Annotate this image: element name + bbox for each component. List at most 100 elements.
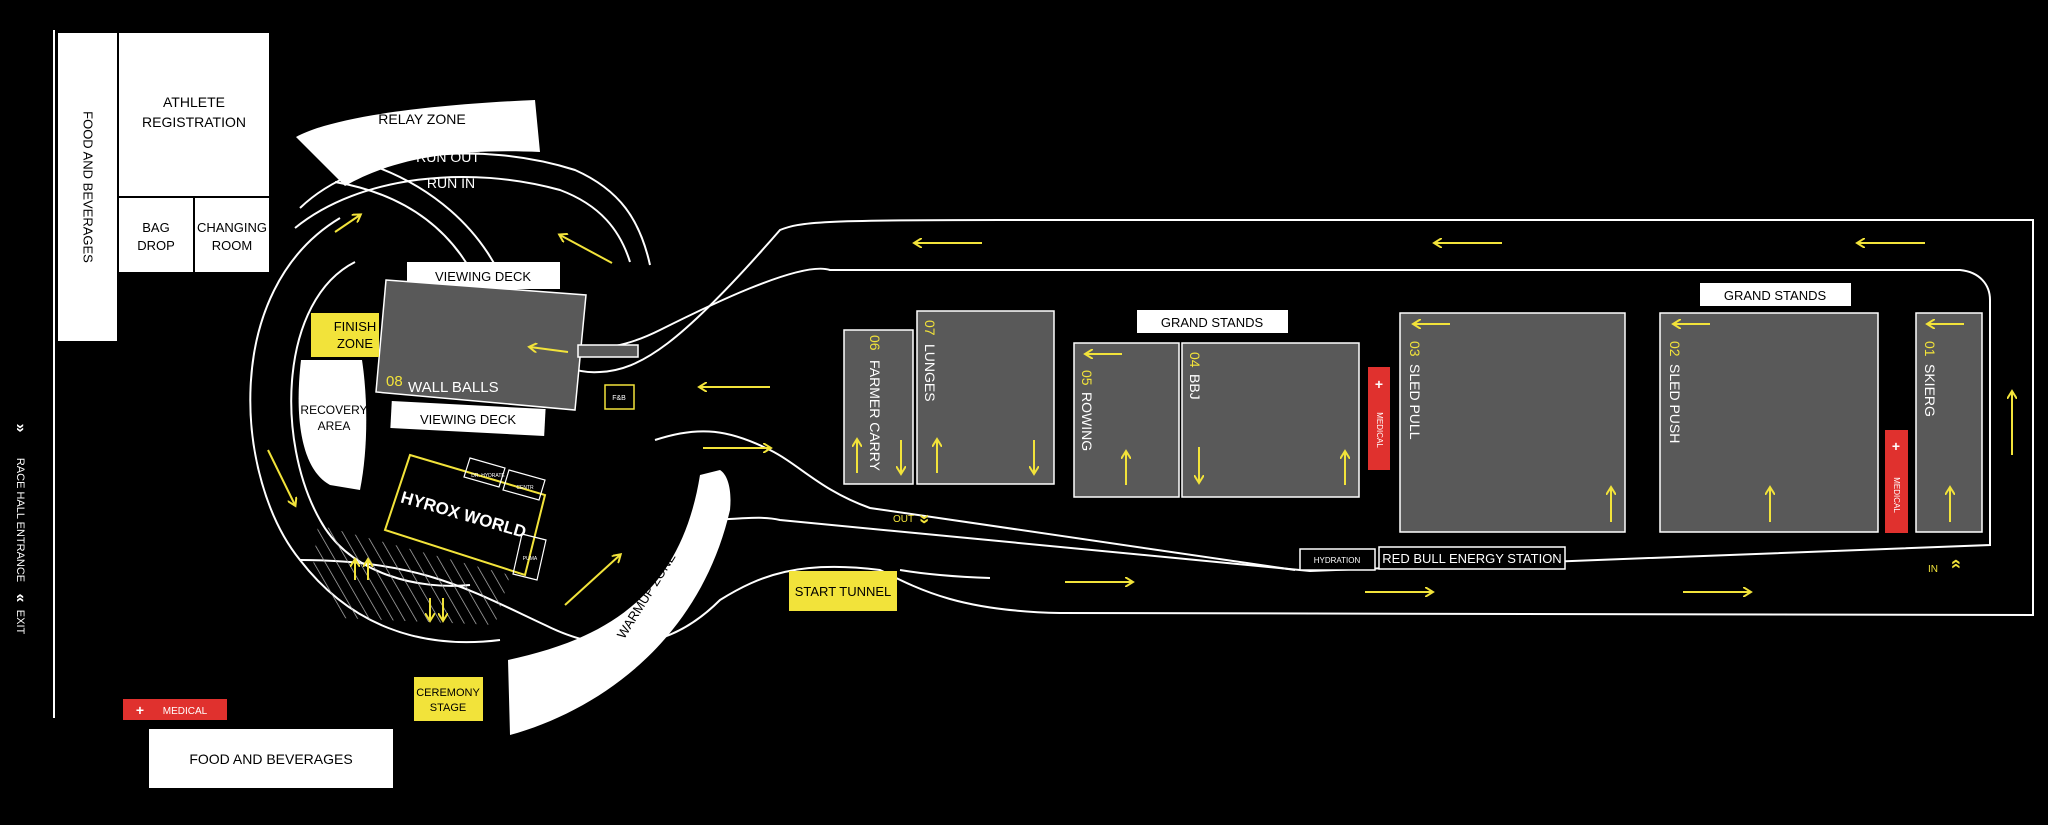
race-hall-entrance[interactable]: » RACE HALL ENTRANCE: [12, 424, 29, 583]
exit-label: EXIT: [14, 610, 26, 635]
relay-zone[interactable]: RELAY ZONE: [296, 100, 540, 186]
station-05-rowing[interactable]: 05 ROWING: [1073, 342, 1180, 498]
station-08-arrow: [530, 347, 569, 353]
station-03-name: SLED PULL: [1407, 364, 1423, 440]
finish-zone-label-1: FINISH: [334, 319, 377, 334]
bag-drop-label-2: DROP: [137, 238, 175, 253]
red-bull-energy-station[interactable]: RED BULL ENERGY STATION: [1378, 546, 1566, 570]
out-chevron-icon: »: [915, 514, 935, 524]
medical-track-2-cross-icon: +: [1892, 438, 1900, 454]
station-08-wall-balls[interactable]: 08 WALL BALLS: [375, 279, 587, 411]
medical-track-1[interactable]: + MEDICAL: [1368, 367, 1390, 470]
station-06-name: FARMER CARRY: [867, 360, 883, 472]
station-06-farmer-carry[interactable]: 06 FARMER CARRY: [843, 329, 914, 485]
medical-track-2-label: MEDICAL: [1892, 477, 1901, 513]
grand-stands-2-label: GRAND STANDS: [1724, 288, 1827, 303]
run-out-lane[interactable]: RUN OUT: [299, 149, 651, 266]
food-beverages-bottom[interactable]: FOOD AND BEVERAGES: [149, 729, 393, 788]
finish-zone[interactable]: FINISH ZONE: [311, 313, 379, 357]
in-label: IN: [1928, 564, 1938, 575]
station-07-lunges[interactable]: 07 LUNGES: [916, 310, 1055, 485]
station-03-sled-pull[interactable]: 03 SLED PULL: [1399, 312, 1626, 533]
entrance-chevron-icon: »: [12, 424, 29, 433]
hydration-station[interactable]: HYDRATION: [1299, 548, 1376, 571]
run-in-lane[interactable]: RUN IN: [294, 175, 631, 263]
red-bull-label: RED BULL ENERGY STATION: [1382, 551, 1561, 566]
station-05-number: 05: [1079, 370, 1095, 386]
booth-label-3: PUMA: [523, 556, 538, 562]
fnb-kiosk[interactable]: F&B: [604, 384, 635, 410]
food-beverages-bottom-label: FOOD AND BEVERAGES: [189, 751, 352, 767]
out-marker[interactable]: OUT »: [893, 514, 935, 525]
medical-cross-icon: +: [136, 702, 144, 718]
medical-left[interactable]: + MEDICAL: [123, 699, 227, 720]
changing-room-label-1: CHANGING: [197, 220, 267, 235]
hydration-label: HYDRATION: [1314, 556, 1361, 565]
station-05-name: ROWING: [1079, 392, 1095, 451]
race-hall-entrance-label: RACE HALL ENTRANCE: [14, 458, 26, 582]
finish-zone-label-2: ZONE: [337, 336, 373, 351]
athlete-registration[interactable]: ATHLETE REGISTRATION: [119, 33, 269, 196]
ceremony-stage-label-2: STAGE: [430, 702, 466, 714]
station-04-number: 04: [1187, 352, 1203, 368]
station-02-number: 02: [1667, 341, 1683, 357]
in-chevron-icon: »: [1945, 559, 1965, 569]
grand-stands-2[interactable]: GRAND STANDS: [1700, 283, 1851, 306]
station-02-name: SLED PUSH: [1667, 364, 1683, 443]
station-07-name: LUNGES: [922, 344, 938, 402]
viewing-deck-bottom-label: VIEWING DECK: [420, 412, 516, 427]
changing-room[interactable]: CHANGING ROOM: [195, 198, 269, 272]
station-01-number: 01: [1922, 341, 1938, 357]
food-beverages-top[interactable]: FOOD AND BEVERAGES: [58, 33, 117, 341]
recovery-area-label-1: RECOVERY: [300, 403, 367, 417]
station-08-number: 08: [386, 373, 403, 390]
booth-label-1: DR. HYDRATE: [471, 473, 505, 479]
relay-zone-label: RELAY ZONE: [378, 111, 465, 127]
station-08-name: WALL BALLS: [408, 379, 499, 396]
route-arrow: [267, 449, 295, 505]
start-tunnel-label: START TUNNEL: [795, 584, 892, 599]
food-beverages-top-label: FOOD AND BEVERAGES: [81, 111, 96, 263]
exit[interactable]: « EXIT: [12, 594, 29, 635]
track-lower-line-2: [899, 569, 991, 579]
station-04-name: BBJ: [1187, 374, 1203, 400]
arena-loop-outer: [249, 217, 501, 644]
ceremony-stage[interactable]: CEREMONY STAGE: [414, 677, 483, 721]
route-arrow: [334, 215, 360, 233]
out-label: OUT: [893, 514, 914, 525]
viewing-deck-bottom[interactable]: VIEWING DECK: [390, 400, 546, 437]
run-in-label: RUN IN: [427, 175, 475, 191]
grand-stands-1[interactable]: GRAND STANDS: [1137, 310, 1288, 333]
exit-chevron-icon: «: [12, 594, 29, 603]
station-04-bbj[interactable]: 04 BBJ: [1181, 342, 1360, 498]
viewing-deck-top-label: VIEWING DECK: [435, 269, 531, 284]
athlete-registration-label-1: ATHLETE: [163, 94, 225, 110]
run-out-label: RUN OUT: [416, 149, 480, 165]
station-03-number: 03: [1407, 341, 1423, 357]
booth-label-2: CENTR: [516, 485, 534, 491]
medical-track-1-cross-icon: +: [1375, 376, 1383, 392]
in-marker[interactable]: IN »: [1928, 559, 1965, 575]
bag-drop[interactable]: BAG DROP: [119, 198, 193, 272]
station-02-sled-push[interactable]: 02 SLED PUSH: [1659, 312, 1879, 533]
recovery-area[interactable]: RECOVERY AREA: [298, 360, 368, 490]
bag-drop-label-1: BAG: [142, 220, 169, 235]
fnb-kiosk-label: F&B: [612, 395, 626, 402]
hatched-transition-area: [312, 525, 510, 625]
changing-room-label-2: ROOM: [212, 238, 252, 253]
start-tunnel[interactable]: START TUNNEL: [789, 571, 897, 611]
arena-connector: [577, 344, 639, 358]
medical-track-1-label: MEDICAL: [1375, 412, 1384, 448]
grand-stands-1-label: GRAND STANDS: [1161, 315, 1264, 330]
hyrox-world-label: HYROX WORLD: [399, 488, 529, 542]
station-06-number: 06: [867, 335, 883, 351]
route-arrow: [564, 555, 620, 606]
route-arrows: [267, 215, 2012, 606]
athlete-registration-label-2: REGISTRATION: [142, 114, 246, 130]
station-07-number: 07: [922, 320, 938, 336]
ceremony-stage-label-1: CEREMONY: [416, 687, 480, 699]
medical-track-2[interactable]: + MEDICAL: [1885, 430, 1908, 533]
recovery-area-label-2: AREA: [318, 419, 351, 433]
station-01-skierg[interactable]: 01 SKIERG: [1915, 312, 1983, 533]
